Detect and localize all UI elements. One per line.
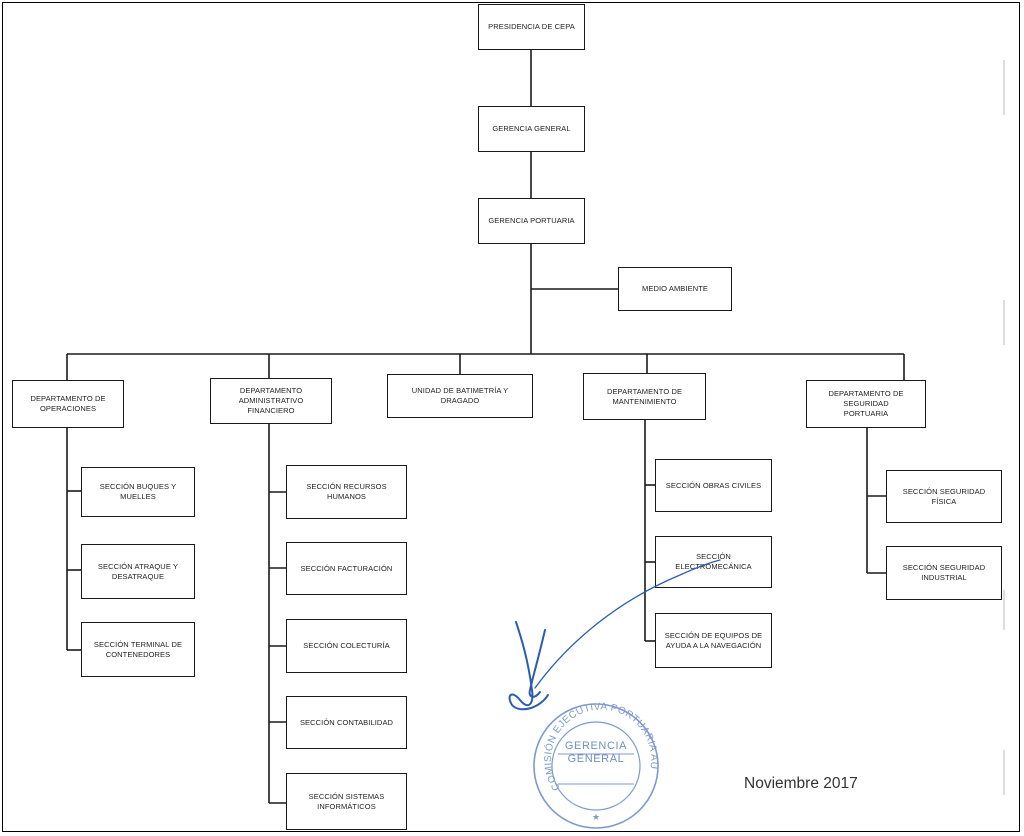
scan-mark xyxy=(1003,60,1019,115)
box-seccion-buques: SECCIÓN BUQUES Y MUELLES xyxy=(81,467,195,517)
box-label: SECCIÓN SEGURIDAD FÍSICA xyxy=(902,486,986,506)
seal-line-2: GENERAL xyxy=(567,753,625,765)
box-medio-ambiente: MEDIO AMBIENTE xyxy=(618,267,732,311)
seal-star: ★ xyxy=(592,813,600,823)
box-label: SECCIÓN TERMINAL DE CONTENEDORES xyxy=(93,639,183,659)
box-label: GERENCIA PORTUARIA xyxy=(488,216,575,225)
box-seccion-colecturia: SECCIÓN COLECTURÍA xyxy=(286,619,407,673)
box-seccion-contabilidad: SECCIÓN CONTABILIDAD xyxy=(286,696,407,749)
box-label: DEPARTAMENTO DE MANTENIMIENTO xyxy=(606,386,683,406)
box-seccion-obras-civiles: SECCIÓN OBRAS CIVILES xyxy=(655,459,772,512)
box-unidad-batimetria: UNIDAD DE BATIMETRÍA Y DRAGADO xyxy=(387,374,533,418)
box-label: SECCIÓN COLECTURÍA xyxy=(303,641,390,650)
box-label: PRESIDENCIA DE CEPA xyxy=(488,22,575,31)
box-seccion-seguridad-fisica: SECCIÓN SEGURIDAD FÍSICA xyxy=(886,470,1002,523)
scan-mark xyxy=(1003,300,1019,345)
box-label: DEPARTAMENTO DE OPERACIONES xyxy=(30,394,106,413)
box-label: SECCIÓN OBRAS CIVILES xyxy=(665,480,762,490)
box-seccion-terminal: SECCIÓN TERMINAL DE CONTENEDORES xyxy=(81,622,195,677)
box-label: SECCIÓN CONTABILIDAD xyxy=(299,717,394,727)
box-seccion-equipos-navegacion: SECCIÓN DE EQUIPOS DE AYUDA A LA NAVEGAC… xyxy=(655,613,772,668)
official-seal xyxy=(533,703,659,829)
seal-line-1: GERENCIA xyxy=(564,740,628,752)
box-dept-seguridad: DEPARTAMENTO DE SEGURIDAD PORTUARIA xyxy=(806,380,926,428)
box-seccion-seguridad-industrial: SECCIÓN SEGURIDAD INDUSTRIAL xyxy=(886,546,1002,600)
box-seccion-facturacion: SECCIÓN FACTURACIÓN xyxy=(286,542,407,595)
document-date: Noviembre 2017 xyxy=(744,775,858,792)
box-label: DEPARTAMENTO DE SEGURIDAD PORTUARIA xyxy=(828,389,904,418)
box-label: MEDIO AMBIENTE xyxy=(642,284,708,293)
box-label: SECCIÓN RECURSOS HUMANOS xyxy=(306,482,387,501)
seal-center-text: GERENCIA GENERAL xyxy=(552,740,640,766)
box-gerencia-portuaria: GERENCIA PORTUARIA xyxy=(478,198,585,244)
box-seccion-atraque: SECCIÓN ATRAQUE Y DESATRAQUE xyxy=(81,544,195,599)
box-label: SECCIÓN FACTURACIÓN xyxy=(300,563,393,573)
box-label: UNIDAD DE BATIMETRÍA Y DRAGADO xyxy=(411,386,509,405)
box-dept-administrativo: DEPARTAMENTO ADMINISTRATIVO FINANCIERO xyxy=(210,378,332,424)
scan-mark xyxy=(1003,750,1019,795)
box-label: DEPARTAMENTO ADMINISTRATIVO FINANCIERO xyxy=(238,386,304,415)
box-label: SECCIÓN DE EQUIPOS DE AYUDA A LA NAVEGAC… xyxy=(664,630,763,650)
box-seccion-recursos-humanos: SECCIÓN RECURSOS HUMANOS xyxy=(286,465,407,519)
handwritten-signature xyxy=(508,559,721,711)
box-label: SECCIÓN SISTEMAS INFORMÁTICOS xyxy=(308,791,385,811)
box-label: SECCIÓN BUQUES Y MUELLES xyxy=(99,482,177,501)
box-label: SECCIÓN ATRAQUE Y DESATRAQUE xyxy=(97,561,179,581)
box-seccion-sistemas: SECCIÓN SISTEMAS INFORMÁTICOS xyxy=(286,773,407,830)
box-presidencia: PRESIDENCIA DE CEPA xyxy=(478,4,585,50)
box-dept-operaciones: DEPARTAMENTO DE OPERACIONES xyxy=(12,380,124,428)
box-gerencia-general: GERENCIA GENERAL xyxy=(478,106,585,152)
seal-ring-text: COMISIÓN EJECUTIVA PORTUARIA AUTÓNOMA xyxy=(0,0,659,792)
scan-mark xyxy=(1003,590,1019,630)
box-dept-mantenimiento: DEPARTAMENTO DE MANTENIMIENTO xyxy=(583,373,706,420)
box-label: SECCIÓN SEGURIDAD INDUSTRIAL xyxy=(902,563,986,582)
box-label: GERENCIA GENERAL xyxy=(492,124,571,133)
box-label: SECCIÓN ELECTROMECÁNICA xyxy=(675,552,752,571)
